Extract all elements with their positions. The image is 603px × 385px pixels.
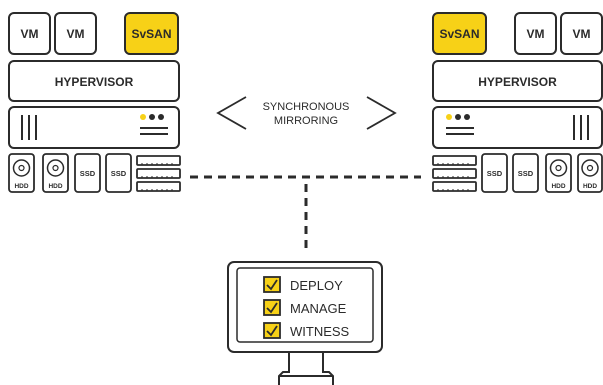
left-hypervisor-box (8, 60, 180, 102)
right-hypervisor-label: HYPERVISOR (478, 75, 557, 89)
left-status-led-yellow (140, 114, 146, 120)
manage-checkbox-icon (263, 299, 281, 316)
right-vm-1-label: VM (527, 27, 545, 41)
right-hypervisor-box (432, 60, 603, 102)
right-status-led-1 (455, 114, 461, 120)
witness-monitor: DEPLOY MANAGE WITNESS (227, 261, 383, 385)
monitor-stand-left (278, 352, 290, 385)
left-vm-1-label: VM (21, 27, 39, 41)
monitor-stand-right (322, 352, 334, 385)
manage-label: MANAGE (290, 301, 347, 316)
left-memory-modules-icon (136, 155, 181, 192)
right-ssd-2-label: SSD (518, 169, 534, 178)
right-vm-2-label: VM (573, 27, 591, 41)
deploy-checkmark-icon (266, 279, 278, 291)
witness-item-witness: WITNESS (263, 322, 350, 339)
mirror-right-chevron-icon (366, 96, 397, 130)
mirroring-label-line1: SYNCHRONOUS (263, 101, 350, 113)
right-status-led-yellow (446, 114, 452, 120)
left-ssd-2: SSD (105, 153, 132, 193)
right-hdd-2-label: HDD (583, 183, 597, 190)
right-host: SvSAN VM VM HYPERVISOR (432, 12, 603, 193)
left-hdd-2: HDD (42, 153, 69, 193)
deploy-label: DEPLOY (290, 278, 343, 293)
witness-item-manage: MANAGE (263, 299, 347, 316)
right-svsan-label: SvSAN (439, 27, 479, 41)
synchronous-mirroring: SYNCHRONOUS MIRRORING (216, 96, 397, 130)
left-ssd-1: SSD (74, 153, 101, 193)
left-status-led-1 (149, 114, 155, 120)
right-hdd-2: HDD (577, 153, 603, 193)
witness-connection (190, 175, 421, 248)
right-vm-2-box (560, 12, 603, 55)
right-drive-slots-icon (446, 127, 474, 135)
right-ssd-1: SSD (481, 153, 508, 193)
right-status-led-2 (464, 114, 470, 120)
left-vm-1-box (8, 12, 51, 55)
deploy-checkbox-icon (263, 276, 281, 293)
left-svsan-box (124, 12, 179, 55)
right-hdd-1: HDD (545, 153, 572, 193)
left-hypervisor-label: HYPERVISOR (55, 75, 134, 89)
right-memory-modules-icon (432, 155, 477, 192)
right-ssd-2: SSD (512, 153, 539, 193)
right-server-chassis (432, 106, 603, 149)
left-status-led-2 (158, 114, 164, 120)
witness-checkbox-icon (263, 322, 281, 339)
witness-label: WITNESS (290, 324, 350, 339)
right-vm-1-box (514, 12, 557, 55)
left-server-vents-icon (21, 115, 37, 140)
left-svsan-label: SvSAN (131, 27, 171, 41)
left-host: VM VM SvSAN HYPERVISOR HDD (8, 12, 181, 193)
right-server-vents-icon (573, 115, 589, 140)
manage-checkmark-icon (266, 302, 278, 314)
right-hdd-1-label: HDD (551, 183, 565, 190)
right-ssd-1-label: SSD (487, 169, 503, 178)
left-server-chassis (8, 106, 180, 149)
right-svsan-box (432, 12, 487, 55)
left-drive-slots-icon (140, 127, 168, 135)
witness-item-deploy: DEPLOY (263, 276, 343, 293)
witness-checkmark-icon (266, 325, 278, 337)
mirror-left-chevron-icon (216, 96, 247, 130)
left-ssd-1-label: SSD (80, 169, 96, 178)
left-vm-2-label: VM (67, 27, 85, 41)
left-hdd-2-label: HDD (48, 183, 62, 190)
left-ssd-2-label: SSD (111, 169, 127, 178)
left-vm-2-box (54, 12, 97, 55)
left-hdd-1: HDD (8, 153, 35, 193)
left-hdd-1-label: HDD (14, 183, 28, 190)
mirroring-label-line2: MIRRORING (274, 115, 338, 127)
